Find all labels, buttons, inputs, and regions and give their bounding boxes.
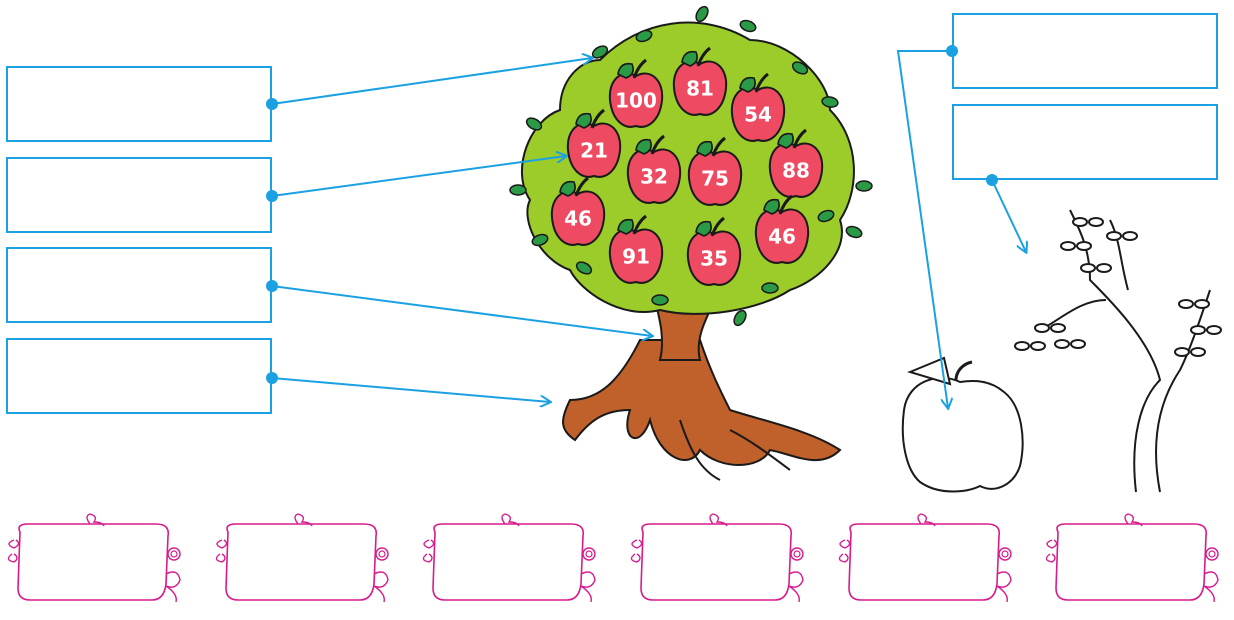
decorative-frame-3[interactable] — [423, 514, 595, 602]
decorative-frame-2[interactable] — [216, 514, 388, 602]
apple-number: 35 — [700, 247, 728, 271]
tree-roots — [563, 340, 840, 480]
decorative-frame-4[interactable] — [631, 514, 803, 602]
apple-number: 21 — [580, 139, 608, 163]
decorative-frame-5[interactable] — [839, 514, 1011, 602]
frame-row — [8, 514, 1218, 602]
apple-number: 75 — [701, 167, 729, 191]
apple-number: 91 — [622, 245, 650, 269]
apple-outline-drawing — [903, 358, 1023, 492]
young-plant-leaves — [1015, 218, 1221, 356]
apple-number: 46 — [768, 225, 796, 249]
decorative-frame-1[interactable] — [8, 514, 180, 602]
apple-number: 81 — [686, 77, 714, 101]
apple-number: 100 — [615, 89, 657, 113]
apple-number: 88 — [782, 159, 810, 183]
apple-number: 54 — [744, 103, 772, 127]
apple-number: 46 — [564, 207, 592, 231]
decorative-frame-6[interactable] — [1046, 514, 1218, 602]
apple-number: 32 — [640, 165, 668, 189]
